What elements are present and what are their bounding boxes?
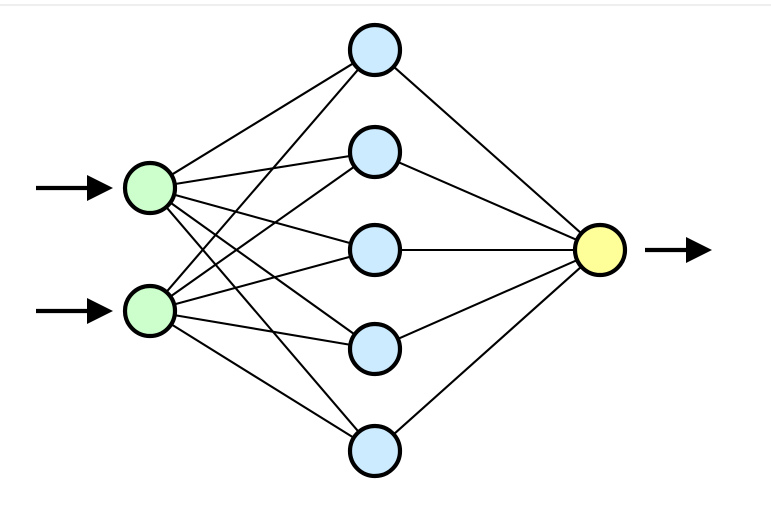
- arrow-layer: [36, 175, 712, 324]
- connection-edge: [398, 161, 577, 241]
- edge-layer: [166, 62, 582, 439]
- node-layer: [122, 22, 628, 479]
- connection-edge: [393, 266, 582, 435]
- output-arrow-head: [686, 237, 712, 263]
- connection-edge: [166, 207, 359, 432]
- neuron-node-i2[interactable]: [122, 283, 178, 339]
- connection-edge: [171, 323, 354, 439]
- neuron-node-h5[interactable]: [347, 423, 403, 479]
- neuron-node-o1[interactable]: [572, 222, 628, 278]
- connection-edge: [175, 255, 350, 306]
- connection-edge: [398, 259, 577, 340]
- input-arrow-head: [87, 175, 113, 201]
- connection-edge: [170, 166, 355, 297]
- connection-edge: [175, 155, 350, 185]
- neuron-node-h3[interactable]: [347, 222, 403, 278]
- connection-edge: [170, 202, 355, 335]
- neuron-node-h2[interactable]: [347, 124, 403, 180]
- connection-edge: [174, 193, 351, 245]
- neuron-node-h4[interactable]: [347, 321, 403, 377]
- neuron-node-h1[interactable]: [347, 22, 403, 78]
- input-arrow-head: [87, 298, 113, 324]
- connection-edge: [171, 62, 354, 176]
- connection-edge: [166, 69, 359, 292]
- connection-edge: [393, 66, 582, 234]
- connection-edge: [175, 314, 350, 346]
- neuron-node-i1[interactable]: [122, 160, 178, 216]
